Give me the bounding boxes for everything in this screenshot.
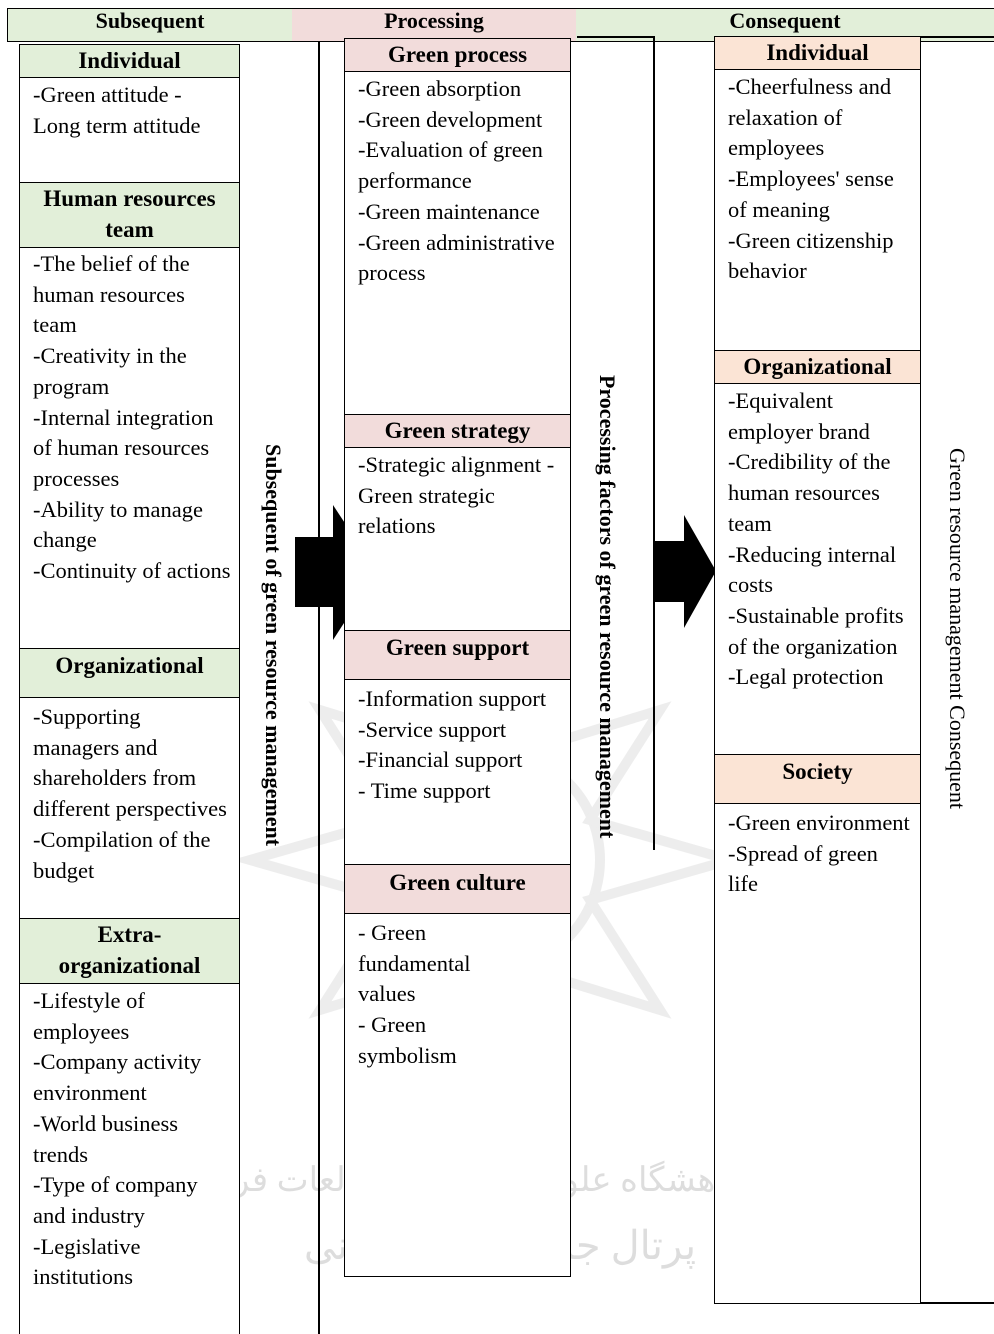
consequent-society-items: -Green environment -Spread of green life <box>715 804 920 900</box>
list-item: -Evaluation of green performance <box>358 137 543 194</box>
header-subsequent: Subsequent <box>7 8 293 42</box>
header-subsequent-label: Subsequent <box>95 8 205 33</box>
list-item: -Internal integration of human resources… <box>33 404 214 491</box>
subsequent-side-label: Subsequent of green resource management <box>261 444 286 847</box>
processing-side-label: Processing factors of green resource man… <box>595 375 620 839</box>
processing-green-culture-items: - Green fundamental values - Green symbo… <box>345 914 570 1072</box>
subsequent-individual-title: Individual <box>20 44 239 78</box>
list-item: -Type of company and industry <box>33 1172 198 1228</box>
list-item: - Green fundamental values <box>358 920 471 1007</box>
list-item: -World business trends <box>33 1110 179 1167</box>
list-item: -Equivalent employer brand <box>728 388 870 444</box>
list-item: -Green administrative process <box>358 229 555 286</box>
subsequent-extra-organizational-items: -Lifestyle of employees -Company activit… <box>20 984 239 1293</box>
consequent-organizational-title: Organizational <box>715 350 920 384</box>
list-item: -Company activity environment <box>33 1049 202 1106</box>
arrow-right-icon <box>295 505 377 640</box>
list-item: -Compilation of the budget <box>33 826 211 883</box>
list-item: -Green development <box>358 106 543 132</box>
list-item: -Service support <box>358 716 507 742</box>
processing-green-culture-title: Green culture <box>345 864 570 914</box>
list-item: -Credibility of the human resources team <box>728 449 891 536</box>
list-item: -Sustainable profits of the organization <box>728 602 904 659</box>
processing-green-process-title: Green process <box>345 39 570 72</box>
divider-line-2-top <box>577 36 654 38</box>
list-item: -Financial support <box>358 747 523 773</box>
list-item: - Green symbolism <box>358 1012 457 1068</box>
arrow-right-icon <box>654 515 716 628</box>
list-item: -Employees' sense of meaning <box>728 166 894 222</box>
subsequent-organizational-items: -Supporting managers and shareholders fr… <box>20 698 239 918</box>
processing-green-strategy-title: Green strategy <box>345 414 570 448</box>
list-item: -Lifestyle of employees <box>33 988 145 1044</box>
subsequent-hr-team-items: -The belief of the human resources team … <box>20 248 239 648</box>
list-item: -Green maintenance <box>358 198 540 224</box>
header-processing: Processing <box>292 8 577 42</box>
list-item: -Supporting managers and shareholders fr… <box>33 704 227 822</box>
list-item: -Green absorption <box>358 76 522 101</box>
header-consequent-label: Consequent <box>729 8 841 33</box>
list-item: -Continuity of actions <box>33 558 231 584</box>
list-item: -Information support <box>358 686 547 711</box>
processing-green-support-title: Green support <box>345 630 570 680</box>
header-processing-label: Processing <box>384 8 484 33</box>
divider-line-2 <box>653 36 655 850</box>
consequent-frame-bottom <box>920 1302 994 1304</box>
subsequent-organizational-title: Organizational <box>20 648 239 698</box>
consequent-individual-items: -Cheerfulness and relaxation of employee… <box>715 70 920 350</box>
subsequent-extra-organizational-title: Extra-organizational <box>20 918 239 984</box>
processing-column: Green process -Green absorption -Green d… <box>344 38 571 1277</box>
list-item: -Reducing internal costs <box>728 541 897 598</box>
subsequent-hr-team-title: Human resources team <box>20 182 239 248</box>
list-item: - Time support <box>358 778 491 804</box>
list-item: -Green environment <box>728 810 910 835</box>
list-item: -The belief of the human resources team <box>33 251 190 338</box>
list-item: -Legal protection <box>728 664 884 690</box>
consequent-individual-title: Individual <box>715 37 920 70</box>
list-item: -Legislative institutions <box>33 1233 141 1290</box>
processing-green-strategy-items: -Strategic alignment -Green strategic re… <box>358 452 555 539</box>
processing-green-process-items: -Green absorption -Green development -Ev… <box>345 72 570 414</box>
subsequent-column: Individual -Green attitude -Long term at… <box>19 44 240 1334</box>
processing-green-support-items: -Information support -Service support -F… <box>345 680 570 864</box>
subsequent-individual-items: -Green attitude -Long term attitude <box>33 82 201 138</box>
consequent-side-label: Green resource management Consequent <box>945 448 970 810</box>
list-item: -Creativity in the program <box>33 343 187 399</box>
list-item: -Ability to manage change <box>33 496 203 553</box>
consequent-column: Individual -Cheerfulness and relaxation … <box>714 36 921 1304</box>
list-item: -Cheerfulness and relaxation of employee… <box>728 74 892 161</box>
consequent-frame-top <box>920 36 994 38</box>
list-item: -Spread of green life <box>728 840 878 897</box>
consequent-society-title: Society <box>715 754 920 804</box>
divider-line-1 <box>318 42 320 1334</box>
consequent-organizational-items: -Equivalent employer brand -Credibility … <box>715 384 920 754</box>
list-item: -Green citizenship behavior <box>728 227 894 284</box>
